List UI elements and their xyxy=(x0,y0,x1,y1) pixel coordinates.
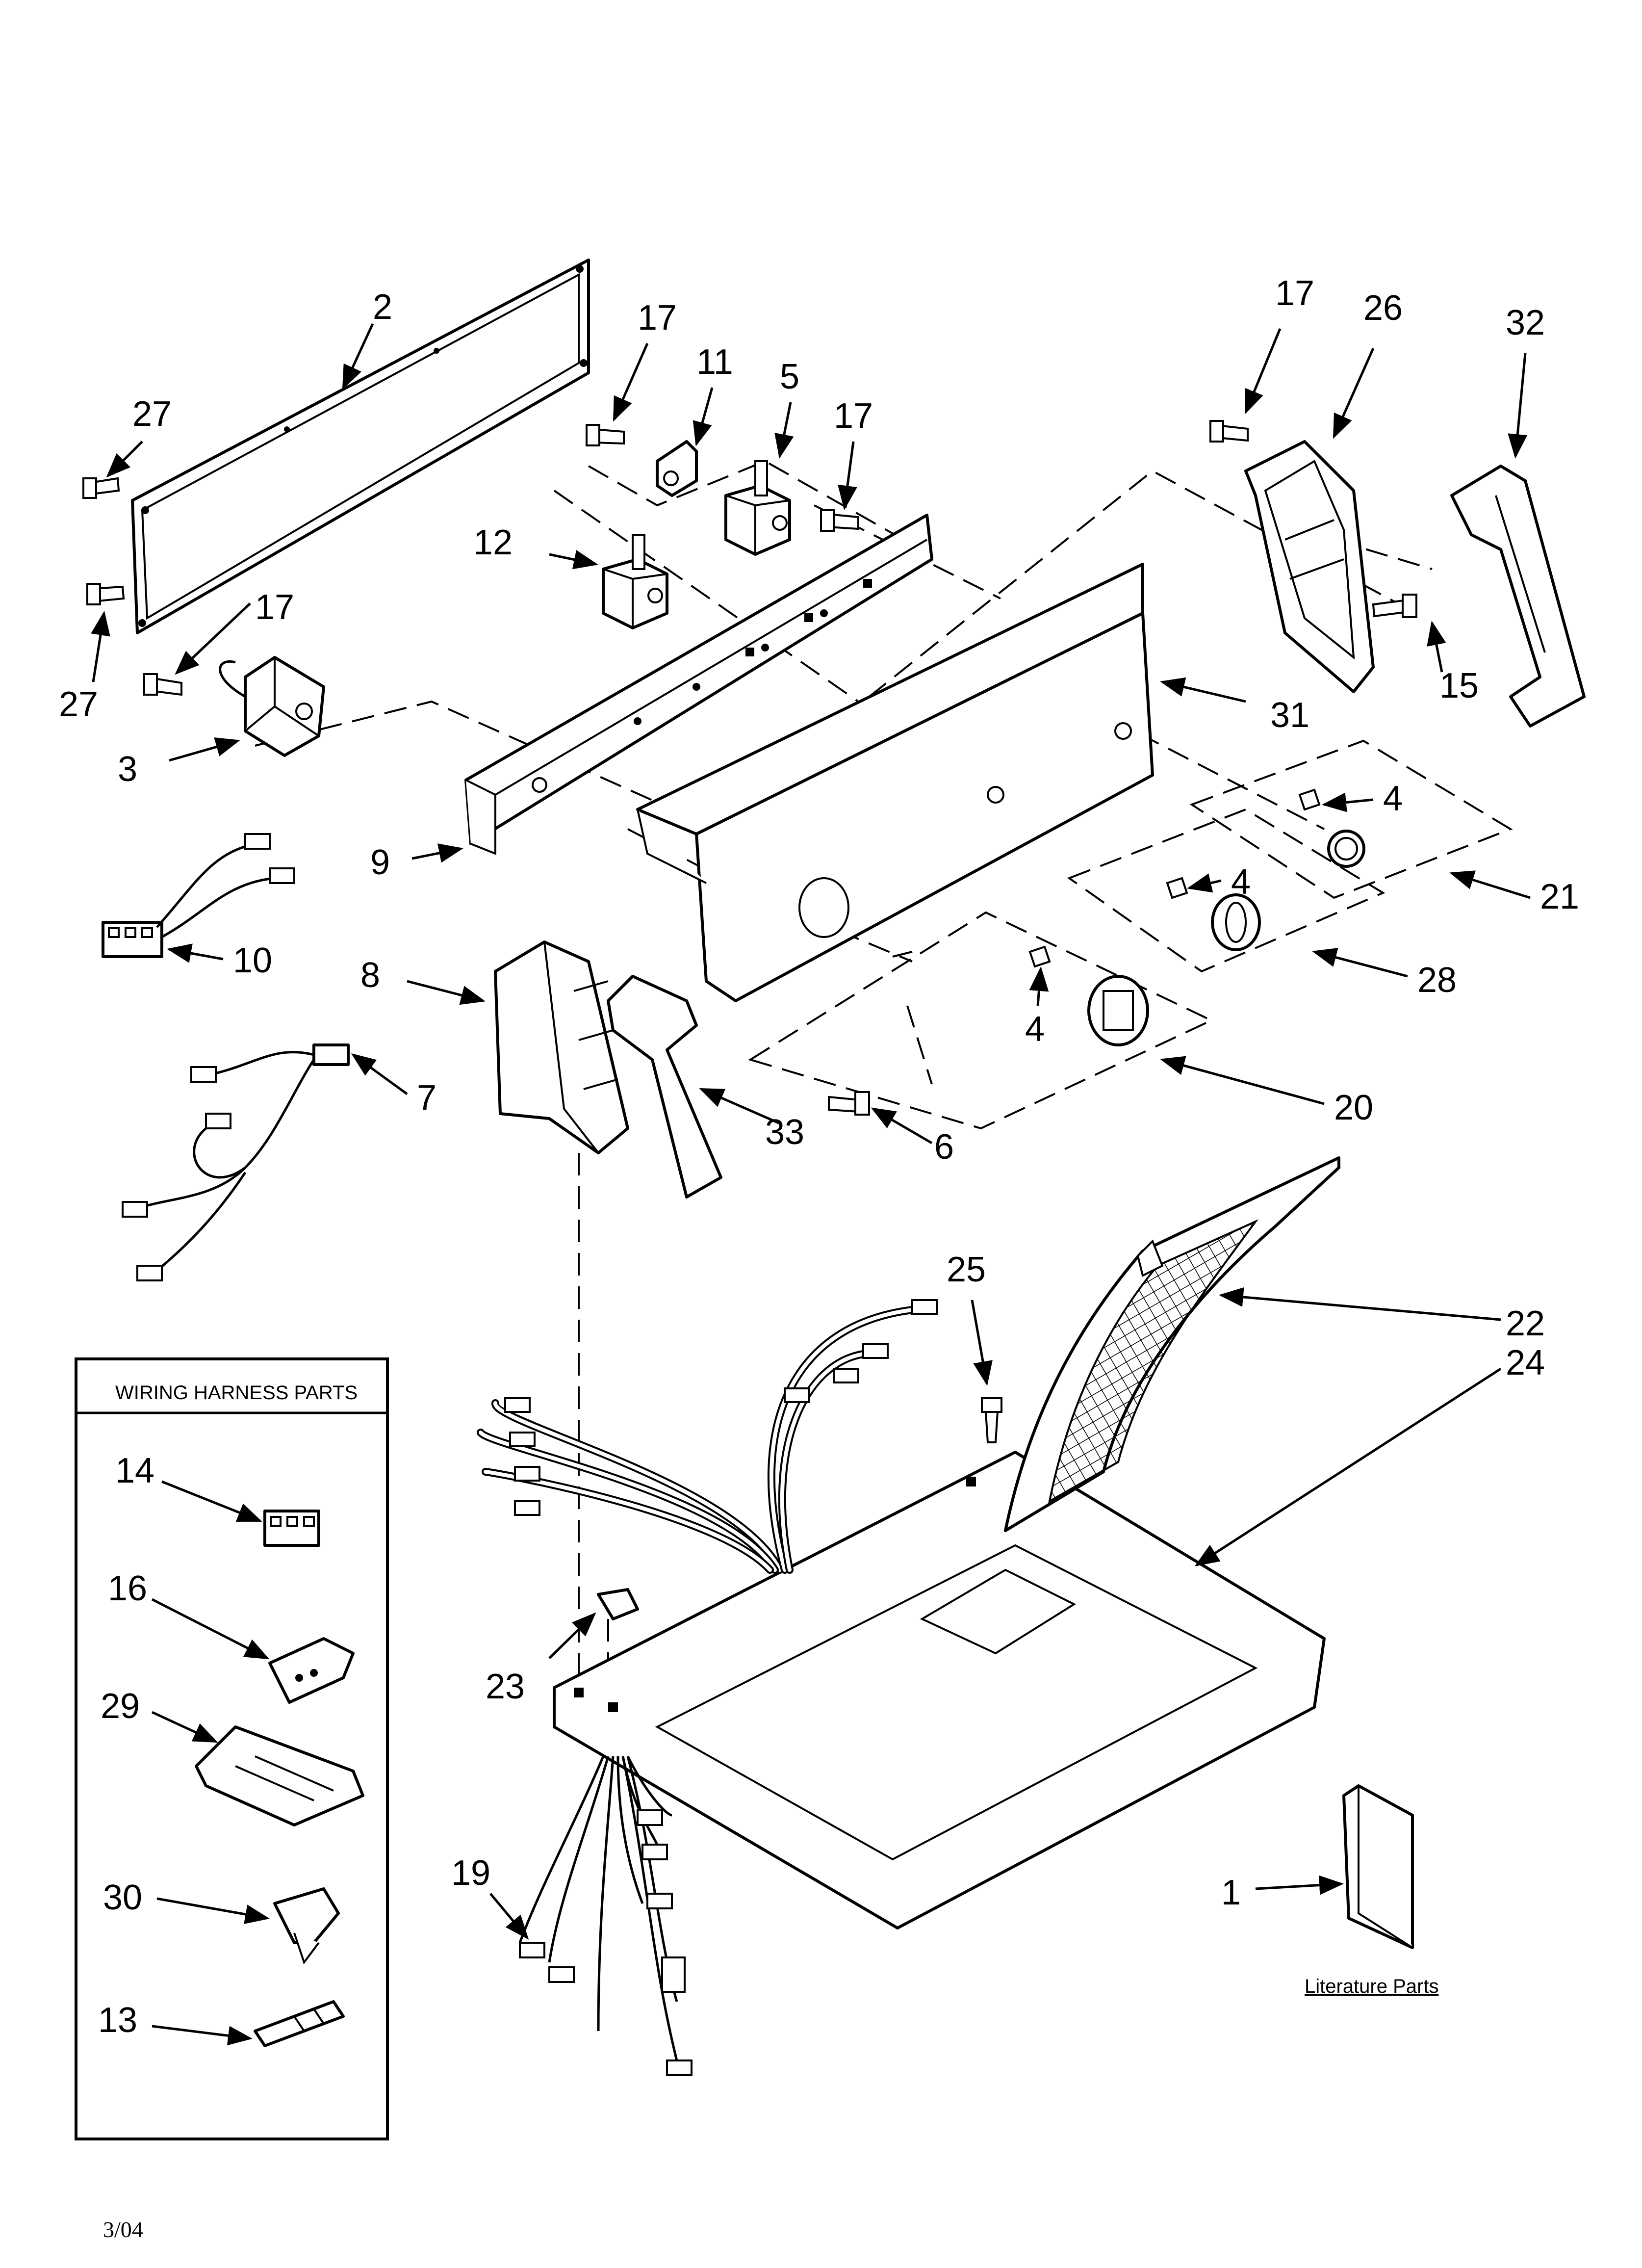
callout-13: 13 xyxy=(98,2001,137,2040)
screw-part-27-bottom xyxy=(86,583,125,605)
callout-33: 33 xyxy=(765,1113,804,1152)
knob-part-21-small xyxy=(1327,830,1365,868)
callout-4: 4 xyxy=(1383,779,1403,818)
knob-part-20-large xyxy=(1087,975,1149,1046)
main-harness-part-19 xyxy=(518,1755,693,2076)
connector-part-29 xyxy=(195,1725,364,1826)
screw-part-17-a xyxy=(586,424,625,446)
selector-switch-part-3 xyxy=(219,656,325,757)
upper-harness-wires xyxy=(477,1299,938,1574)
literature-part-1 xyxy=(1342,1784,1414,1949)
back-panel-part-2 xyxy=(131,259,590,634)
callout-28: 28 xyxy=(1417,961,1457,1000)
top-panel-part-24 xyxy=(553,1451,1326,1929)
callout-6: 6 xyxy=(934,1127,954,1167)
callout-labels: 2 27 27 17 11 5 17 12 17 3 9 10 8 7 33 6… xyxy=(59,274,1579,2242)
callout-24: 24 xyxy=(1506,1343,1545,1382)
clip-part-4-a xyxy=(1298,788,1321,811)
callout-arrows xyxy=(91,323,1531,2046)
screw-part-17-b xyxy=(820,509,859,532)
end-trim-part-33 xyxy=(607,975,722,1199)
callout-12: 12 xyxy=(473,523,513,562)
control-panel-bracket-part-9 xyxy=(464,514,933,855)
clip-part-4-c xyxy=(1028,945,1051,968)
harness-part-10 xyxy=(102,833,295,958)
callout-10: 10 xyxy=(233,941,272,980)
callout-31: 31 xyxy=(1270,696,1309,735)
switch-part-12 xyxy=(602,534,668,629)
callout-22: 22 xyxy=(1506,1304,1545,1343)
callout-3: 3 xyxy=(118,750,137,789)
callout-11: 11 xyxy=(696,342,733,382)
terminal-part-13 xyxy=(254,2000,345,2047)
callout-5: 5 xyxy=(780,357,799,396)
callout-1: 1 xyxy=(1221,1873,1241,1912)
callout-26: 26 xyxy=(1363,288,1403,328)
wiring-harness-box-title: WIRING HARNESS PARTS xyxy=(115,1382,358,1404)
knob-part-28-medium xyxy=(1211,893,1261,951)
clip-part-4-b xyxy=(1166,877,1188,899)
connector-part-14 xyxy=(263,1510,320,1547)
callout-17: 17 xyxy=(834,396,873,436)
callout-17: 17 xyxy=(638,298,677,338)
screw-part-6 xyxy=(828,1091,870,1116)
date-code: 3/04 xyxy=(103,2217,143,2242)
harness-part-7 xyxy=(122,1043,350,1281)
callout-32: 32 xyxy=(1506,303,1545,342)
lint-chute-part-22 xyxy=(1004,1156,1340,1532)
callout-14: 14 xyxy=(115,1451,154,1490)
callout-2: 2 xyxy=(373,287,392,327)
end-trim-part-32 xyxy=(1450,465,1586,728)
callout-21: 21 xyxy=(1540,877,1579,916)
callout-29: 29 xyxy=(101,1687,140,1726)
callout-16: 16 xyxy=(108,1569,147,1608)
callout-25: 25 xyxy=(947,1250,986,1289)
callout-27: 27 xyxy=(132,394,172,434)
grommet-part-23 xyxy=(597,1588,639,1620)
clip-part-30 xyxy=(273,1887,340,1965)
callout-8: 8 xyxy=(360,956,380,995)
callout-17: 17 xyxy=(1275,274,1314,313)
switch-part-5 xyxy=(724,460,791,556)
console-part-31 xyxy=(636,563,1154,1002)
callout-27: 27 xyxy=(59,685,98,724)
callout-7: 7 xyxy=(417,1078,436,1118)
callout-19: 19 xyxy=(451,1853,490,1893)
callout-23: 23 xyxy=(486,1667,525,1706)
callout-17: 17 xyxy=(255,588,294,627)
end-cap-part-8 xyxy=(494,940,629,1154)
screw-part-15 xyxy=(1372,594,1417,618)
callout-4: 4 xyxy=(1231,862,1251,902)
screw-part-25 xyxy=(981,1397,1002,1443)
screw-part-17-c xyxy=(143,673,182,696)
connector-part-16 xyxy=(268,1637,355,1704)
callout-15: 15 xyxy=(1439,666,1479,705)
callout-4: 4 xyxy=(1025,1010,1045,1049)
screw-part-17-d xyxy=(1209,420,1249,443)
end-cap-part-26 xyxy=(1244,440,1375,693)
literature-parts-label: Literature Parts xyxy=(1305,1976,1438,1997)
callout-20: 20 xyxy=(1334,1088,1373,1127)
bracket-part-11 xyxy=(656,440,698,497)
screw-part-27-top xyxy=(82,477,120,499)
callout-9: 9 xyxy=(370,843,390,882)
callout-30: 30 xyxy=(103,1878,142,1917)
